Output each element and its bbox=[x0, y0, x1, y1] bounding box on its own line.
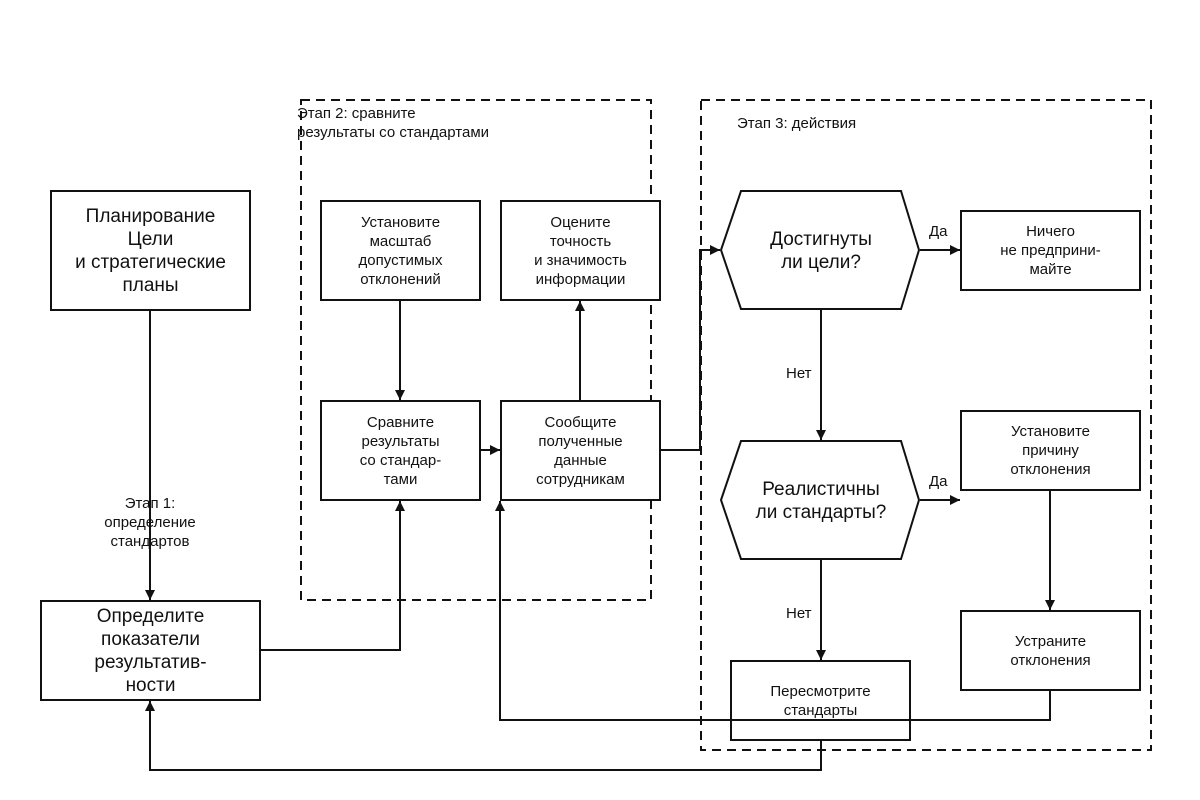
standards-realistic-hexagon bbox=[719, 440, 921, 560]
edge-label-no-goals: Нет bbox=[786, 365, 812, 382]
edge-label-yes-standards: Да bbox=[929, 473, 948, 490]
find-cause-text: Установите причину отклонения bbox=[1010, 423, 1091, 478]
revise-standards-text: Пересмотрите стандарты bbox=[770, 682, 871, 719]
find-cause-box bbox=[960, 410, 1141, 491]
evaluate-accuracy-text: Оцените точность и значимость информации bbox=[534, 213, 627, 288]
compare-results-text: Сравните результаты со стандар- тами bbox=[359, 413, 442, 488]
edge-label-no-standards: Нет bbox=[786, 605, 812, 622]
stage2-zone bbox=[300, 99, 652, 601]
revise-standards-box bbox=[730, 660, 911, 741]
report-data-text: Сообщите полученные данные сотрудникам bbox=[536, 413, 625, 488]
arrow-indicators-to-compare bbox=[261, 501, 405, 651]
edge-label-yes-goals: Да bbox=[929, 223, 948, 240]
planning-box bbox=[50, 190, 251, 311]
stage1-label: Этап 1: определение стандартов bbox=[104, 495, 196, 550]
standards-realistic-text: Реалистичны ли стандарты? bbox=[755, 478, 887, 523]
do-nothing-text: Ничего не предприни- майте bbox=[1000, 223, 1101, 278]
arrow-report-to-goals bbox=[661, 245, 720, 451]
arrow-revise-to-indicators bbox=[145, 701, 822, 771]
report-data-box bbox=[500, 400, 661, 501]
set-scale-box bbox=[320, 200, 481, 301]
goals-achieved-text: Достигнуты ли цели? bbox=[770, 228, 872, 273]
stage3-label: Этап 3: действия bbox=[737, 115, 857, 132]
eliminate-deviation-box bbox=[960, 610, 1141, 691]
evaluate-accuracy-box bbox=[500, 200, 661, 301]
arrow-eliminate-to-report bbox=[495, 501, 1051, 721]
set-scale-text: Установите масштаб допустимых отклонений bbox=[358, 213, 443, 288]
planning-text: Планирование Цели и стратегические планы bbox=[75, 205, 226, 296]
eliminate-deviation-text: Устраните отклонения bbox=[1010, 632, 1091, 669]
compare-results-box bbox=[320, 400, 481, 501]
define-indicators-box bbox=[40, 600, 261, 701]
stage2-label: Этап 2: сравните результаты со стандарта… bbox=[297, 105, 490, 141]
define-indicators-text: Определите показатели результатив- ности bbox=[94, 605, 207, 696]
do-nothing-box bbox=[960, 210, 1141, 291]
goals-achieved-hexagon bbox=[719, 190, 921, 310]
